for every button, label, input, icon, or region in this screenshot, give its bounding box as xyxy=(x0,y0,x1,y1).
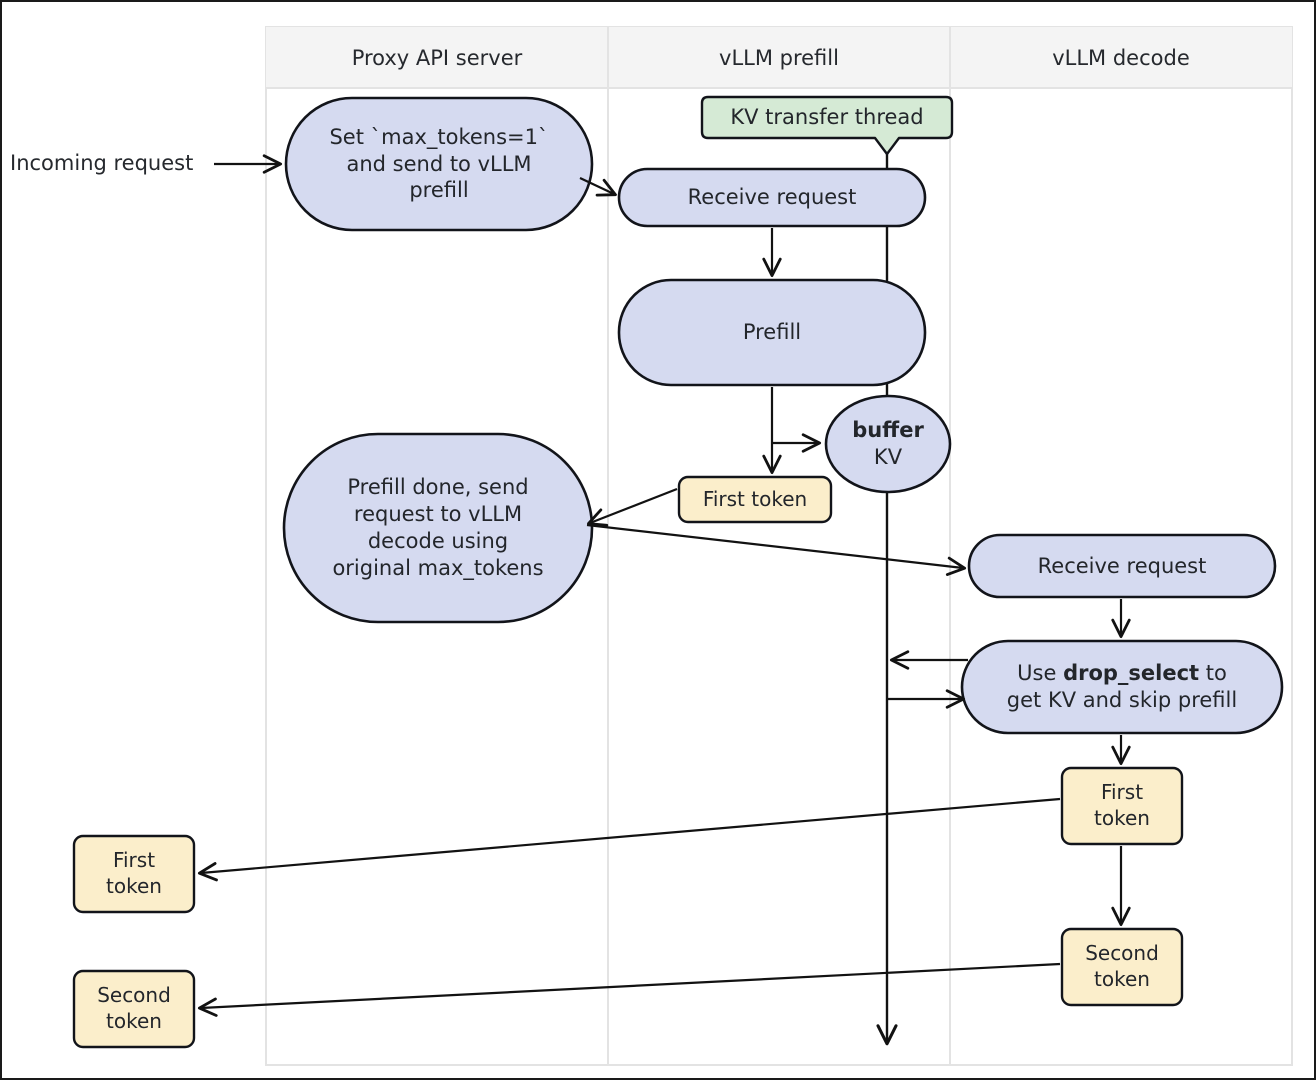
node-set-max-tokens xyxy=(284,96,594,232)
node-proxy-second-token xyxy=(72,969,196,1049)
node-decode-first-token xyxy=(1060,766,1184,846)
node-buffer-kv xyxy=(824,394,952,494)
node-prefill xyxy=(617,278,927,387)
lane-title-proxy: Proxy API server xyxy=(351,45,523,70)
edge-decode-second-to-proxy-second xyxy=(197,962,1061,1017)
node-decode-second-token xyxy=(1060,927,1184,1007)
edge-set-to-prefill-receive xyxy=(579,177,617,197)
lane-title-decode: vLLM decode xyxy=(1052,45,1190,70)
lane-title-prefill: vLLM prefill xyxy=(719,45,839,70)
node-drop-select xyxy=(960,639,1284,735)
node-decode-receive-request xyxy=(967,533,1277,599)
edge-first-token-to-prefill-done xyxy=(587,487,678,527)
node-prefill-receive-request xyxy=(617,167,927,228)
edge-decode-first-to-proxy-first xyxy=(197,797,1061,882)
node-prefill-done xyxy=(282,432,594,624)
node-kv-transfer-thread xyxy=(700,95,954,156)
label-incoming-request: Incoming request xyxy=(10,151,194,175)
node-prefill-first-token xyxy=(677,475,833,524)
edge-prefill-done-to-decode-receive xyxy=(586,523,967,576)
node-proxy-first-token xyxy=(72,834,196,914)
